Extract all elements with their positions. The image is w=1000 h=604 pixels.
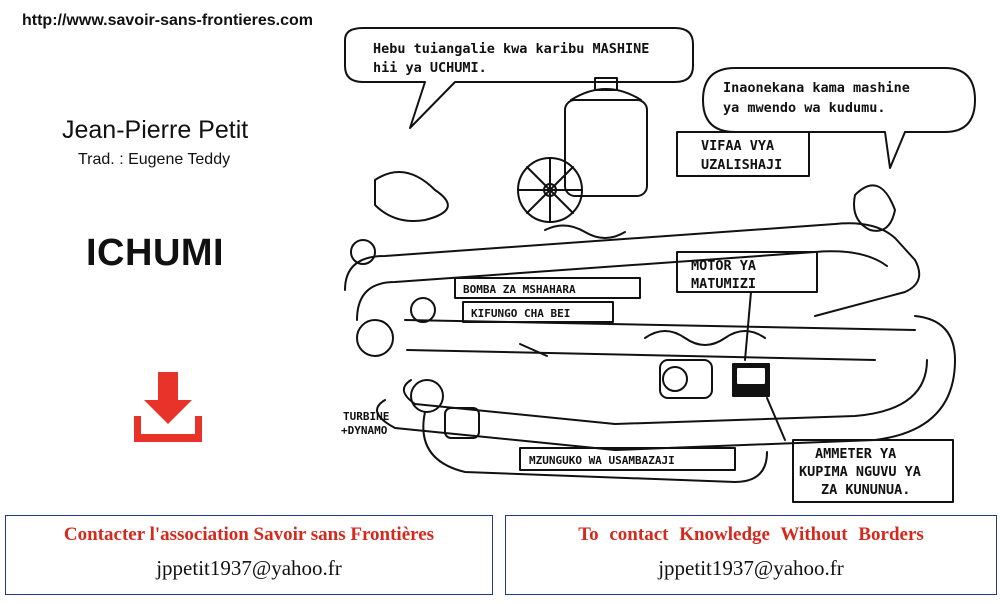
bubble-left-line-1: Hebu tuiangalie kwa karibu MASHINE — [373, 41, 649, 57]
speech-bubble-left — [344, 27, 694, 129]
label-price-valve: KIFUNGO CHA BEI — [471, 307, 570, 320]
book-title: ICHUMI — [86, 232, 225, 274]
label-production-line-2: UZALISHAJI — [701, 157, 782, 173]
contact-box-english: To contact Knowledge Without Borders jpp… — [505, 515, 997, 595]
contact-email-french[interactable]: jppetit1937@yahoo.fr — [156, 556, 342, 580]
label-ammeter-line-3: ZA KUNUNUA. — [821, 482, 910, 498]
label-salary-pump: BOMBA ZA MSHAHARA — [463, 283, 576, 296]
speech-bubble-right — [702, 67, 976, 169]
label-motor-line-2: MATUMIZI — [691, 276, 756, 292]
pipe-loop-upper — [344, 222, 921, 317]
turbine-wheel — [356, 319, 394, 357]
pipe-loop-lower — [376, 315, 956, 451]
bubble-right-line-2: ya mwendo wa kudumu. — [723, 100, 886, 116]
label-distribution: MZUNGUKO WA USAMBAZAJI — [529, 454, 675, 467]
contact-heading-french: Contacter l'association Savoir sans Fron… — [63, 524, 435, 545]
label-ammeter-line-2: KUPIMA NGUVU YA — [799, 464, 921, 480]
contact-heading-english: To contact Knowledge Without Borders — [578, 524, 924, 545]
label-turbine-line-1: TURBINE — [343, 410, 389, 423]
valve-wheel — [350, 239, 376, 265]
contact-email-english[interactable]: jppetit1937@yahoo.fr — [658, 556, 844, 580]
bird-left — [374, 171, 449, 222]
distribution-pipe — [422, 411, 768, 483]
label-motor-line-1: MOTOR YA — [691, 258, 756, 274]
motor — [659, 359, 713, 399]
contact-box-french: Contacter l'association Savoir sans Fron… — [5, 515, 493, 595]
bird-right — [853, 184, 896, 232]
economy-machine-illustration: Hebu tuiangalie kwa karibu MASHINE hii y… — [341, 27, 976, 503]
site-url-link[interactable]: http://www.savoir-sans-frontieres.com — [22, 12, 314, 29]
label-turbine-line-2: +DYNAMO — [341, 424, 388, 437]
translator-credit: Trad. : Eugene Teddy — [78, 151, 231, 168]
bubble-right-line-1: Inaonekana kama mashine — [723, 80, 910, 96]
label-production-line-1: VIFAA VYA — [701, 138, 774, 154]
download-icon[interactable] — [132, 372, 204, 444]
author-name: Jean-Pierre Petit — [62, 116, 249, 144]
bubble-left-line-2: hii ya UCHUMI. — [373, 60, 487, 76]
label-ammeter-line-1: AMMETER YA — [815, 446, 896, 462]
tank — [564, 99, 648, 197]
